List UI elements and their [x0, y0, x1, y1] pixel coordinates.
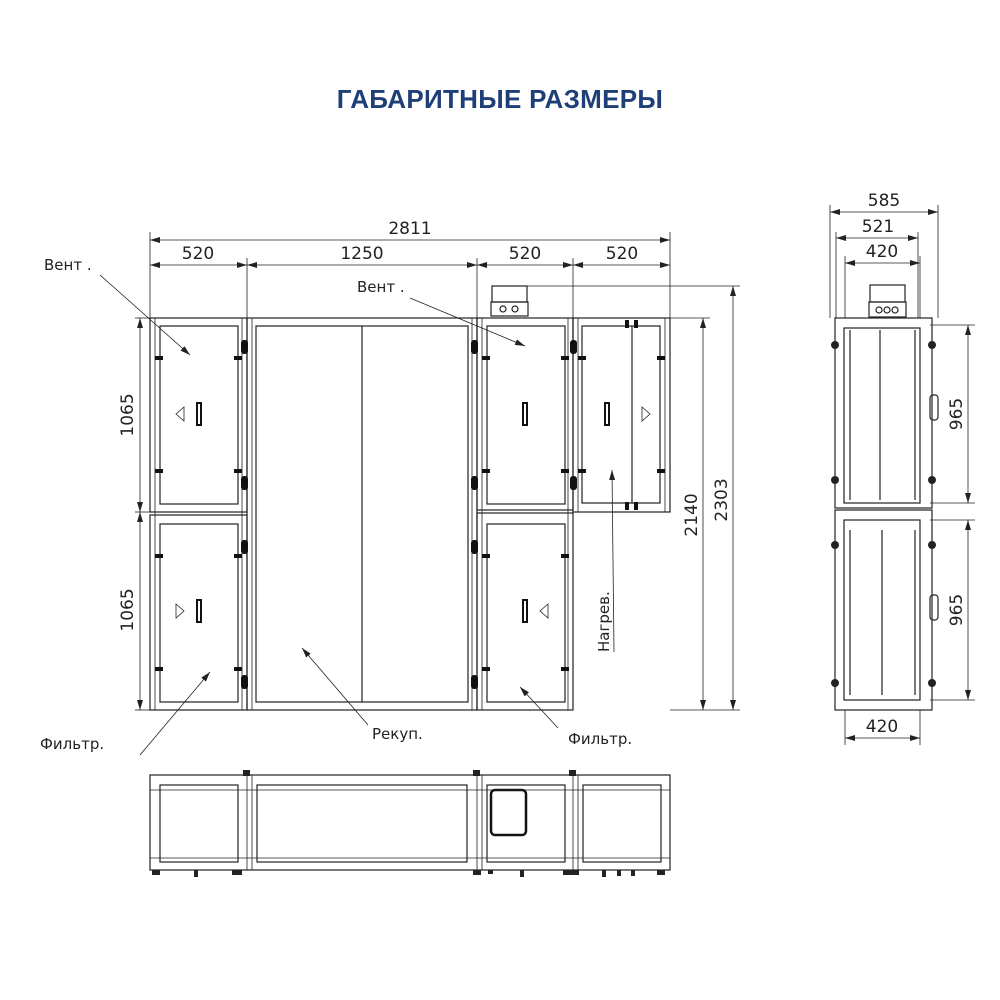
- page-title: ГАБАРИТНЫЕ РАЗМЕРЫ: [336, 84, 664, 114]
- dim-side-420: 420: [866, 242, 898, 262]
- label-filter-left: Фильтр.: [40, 735, 104, 753]
- dim-side-height-lower: 965: [947, 594, 967, 626]
- dim-side-height-upper: 965: [947, 398, 967, 430]
- label-recuperator: Рекуп.: [372, 725, 423, 743]
- dim-height-lower: 1065: [118, 588, 138, 631]
- dim-width-2: 1250: [340, 244, 383, 264]
- label-fan-left: Вент .: [44, 256, 92, 274]
- label-heater: Нагрев.: [595, 591, 613, 652]
- dim-height-upper: 1065: [118, 393, 138, 436]
- dim-side-bottom-420: 420: [866, 717, 898, 737]
- top-view: [149, 770, 671, 877]
- dim-side-585: 585: [868, 191, 900, 211]
- label-fan-right: Вент .: [357, 278, 405, 296]
- dim-total-height: 2303: [712, 478, 732, 521]
- label-filter-right: Фильтр.: [568, 730, 632, 748]
- dim-body-height: 2140: [682, 493, 702, 536]
- side-view: 585 521 420 965 965 420: [829, 191, 975, 745]
- front-view: 2811 520 1250 520 520 1065 1065 2140 230…: [40, 219, 740, 756]
- dim-width-1: 520: [182, 244, 214, 264]
- latches: [155, 320, 665, 689]
- dim-side-521: 521: [862, 217, 894, 237]
- dim-total-width: 2811: [388, 219, 431, 239]
- inspection-window: [489, 788, 528, 837]
- dim-width-3: 520: [509, 244, 541, 264]
- dim-width-4: 520: [606, 244, 638, 264]
